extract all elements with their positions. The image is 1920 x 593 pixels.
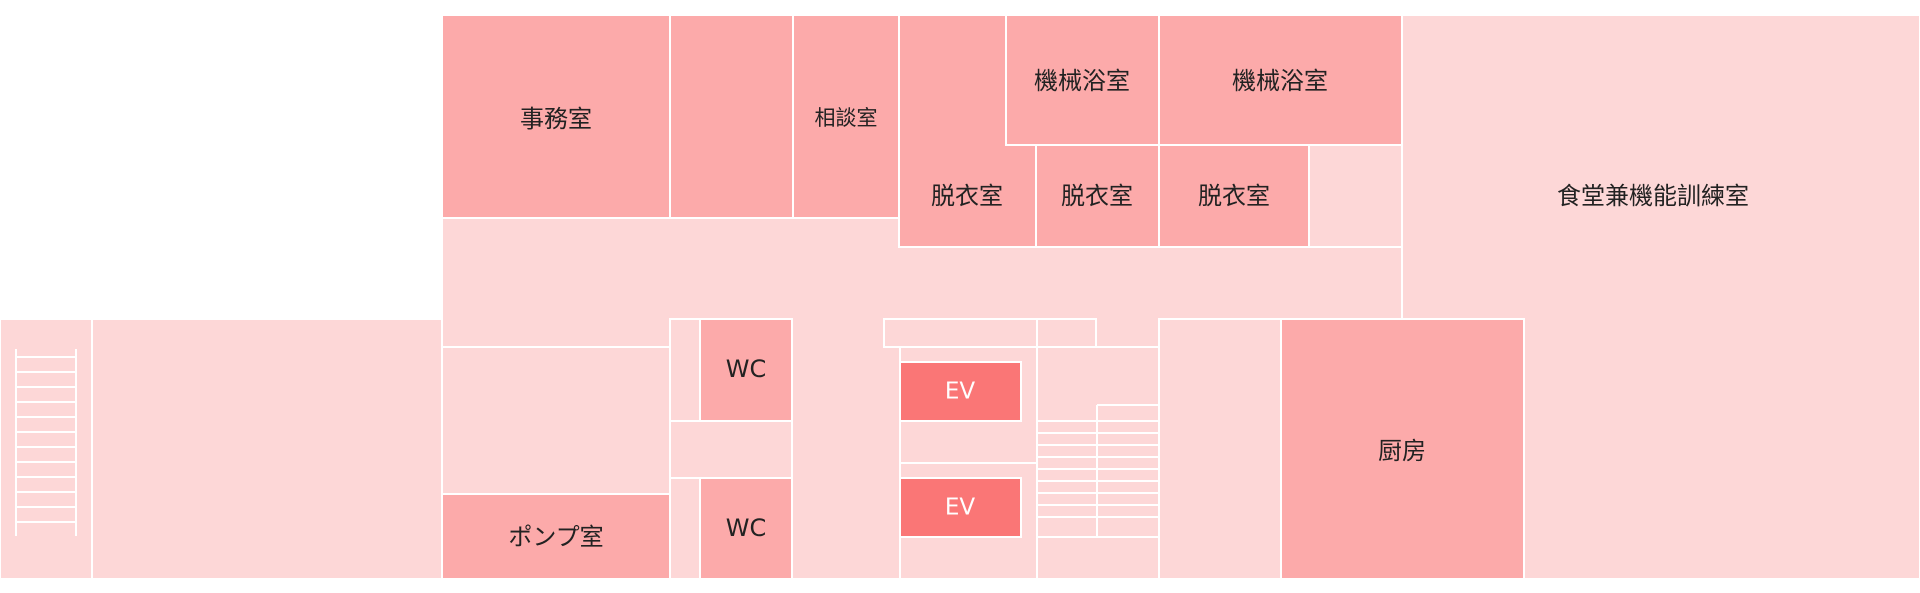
hall-strip-right <box>1036 318 1097 348</box>
pump-anteroom <box>441 346 671 495</box>
kitchen-anteroom <box>1158 318 1282 580</box>
wc-lower-label: WC <box>726 514 767 542</box>
wc-upper[interactable] <box>699 318 793 422</box>
consultation-label: 相談室 <box>815 106 878 130</box>
wc-lower-anteroom <box>669 477 701 580</box>
changing-room-1-label: 脱衣室 <box>931 182 1003 210</box>
changing-room-2[interactable] <box>1035 144 1160 248</box>
pump-room-label: ポンプ室 <box>508 523 603 551</box>
office-label: 事務室 <box>520 105 592 133</box>
elevator-upper-label: EV <box>945 379 976 405</box>
machine-bath-2-label: 機械浴室 <box>1232 67 1328 95</box>
pump-room[interactable] <box>441 493 671 580</box>
wc-lower[interactable] <box>699 477 793 580</box>
elevator-lower-label: EV <box>945 495 976 521</box>
staircase-west <box>15 349 77 536</box>
office-room[interactable] <box>441 14 671 219</box>
kitchen-label: 厨房 <box>1378 437 1426 465</box>
kitchen-room[interactable] <box>1280 318 1525 580</box>
machine-bath-1[interactable] <box>1005 14 1160 146</box>
machine-bath-1-label: 機械浴室 <box>1034 67 1130 95</box>
hall-strip-left <box>883 318 1038 348</box>
staircase-central <box>1037 404 1159 538</box>
changing-room-3-label: 脱衣室 <box>1198 182 1270 210</box>
storage-room <box>1308 144 1403 248</box>
elevator-lower[interactable] <box>899 477 1022 538</box>
dining-training-label: 食堂兼機能訓練室 <box>1557 182 1749 210</box>
wc-upper-anteroom <box>669 318 701 422</box>
storage-room-upper <box>669 14 794 219</box>
wc-upper-label: WC <box>726 355 767 383</box>
elevator-upper[interactable] <box>899 361 1022 422</box>
consultation-room[interactable] <box>792 14 900 219</box>
changing-room-2-label: 脱衣室 <box>1061 182 1133 210</box>
changing-room-3[interactable] <box>1158 144 1310 248</box>
